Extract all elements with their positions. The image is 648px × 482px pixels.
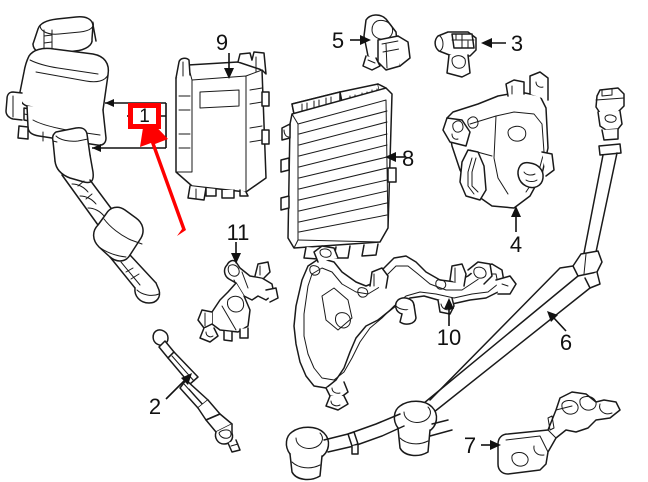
callout-label-6: 6 (560, 330, 572, 355)
part-camshaft-position-sensor[interactable] (434, 31, 477, 78)
part-crankshaft-position-sensor[interactable] (362, 14, 411, 71)
callout-11: 11 (227, 220, 250, 264)
callout-9: 9 (216, 30, 234, 79)
highlight-callout-box[interactable]: 1 (128, 103, 161, 129)
callout-label-3: 3 (511, 31, 523, 56)
callout-3: 3 (481, 31, 523, 56)
callout-label-11: 11 (227, 220, 250, 245)
part-sensor-mounting-bracket[interactable] (197, 259, 279, 343)
callout-label-2: 2 (149, 394, 161, 419)
callout-label-5: 5 (332, 28, 344, 53)
part-ignition-coil[interactable] (5, 16, 110, 146)
callout-label-10: 10 (437, 325, 461, 350)
callout-label-7: 7 (464, 433, 476, 458)
callout-label-8: 8 (402, 146, 414, 171)
part-knock-sensor-harness[interactable] (417, 87, 625, 421)
callout-8: 8 (385, 146, 414, 171)
highlight-arrow (140, 115, 186, 236)
callout-4: 4 (510, 206, 522, 257)
callout-2: 2 (149, 373, 192, 419)
callout-6: 6 (547, 311, 572, 355)
part-engine-control-module[interactable] (280, 83, 397, 260)
part-knock-sensors[interactable] (285, 400, 453, 481)
part-coil-boot[interactable] (51, 127, 161, 304)
part-engine-mount-bracket[interactable] (442, 71, 555, 209)
callout-5: 5 (332, 28, 371, 53)
part-support-bracket[interactable] (497, 391, 621, 475)
part-ecm-cover-bracket[interactable] (175, 51, 270, 201)
part-spark-plug[interactable] (152, 329, 241, 453)
callout-7: 7 (464, 433, 501, 458)
callout-label-4: 4 (510, 232, 522, 257)
callout-label-9: 9 (216, 30, 228, 55)
part-wiring-harness-bracket[interactable] (293, 245, 517, 411)
callout-10: 10 (437, 298, 461, 350)
highlight-callout-number: 1 (139, 105, 150, 127)
